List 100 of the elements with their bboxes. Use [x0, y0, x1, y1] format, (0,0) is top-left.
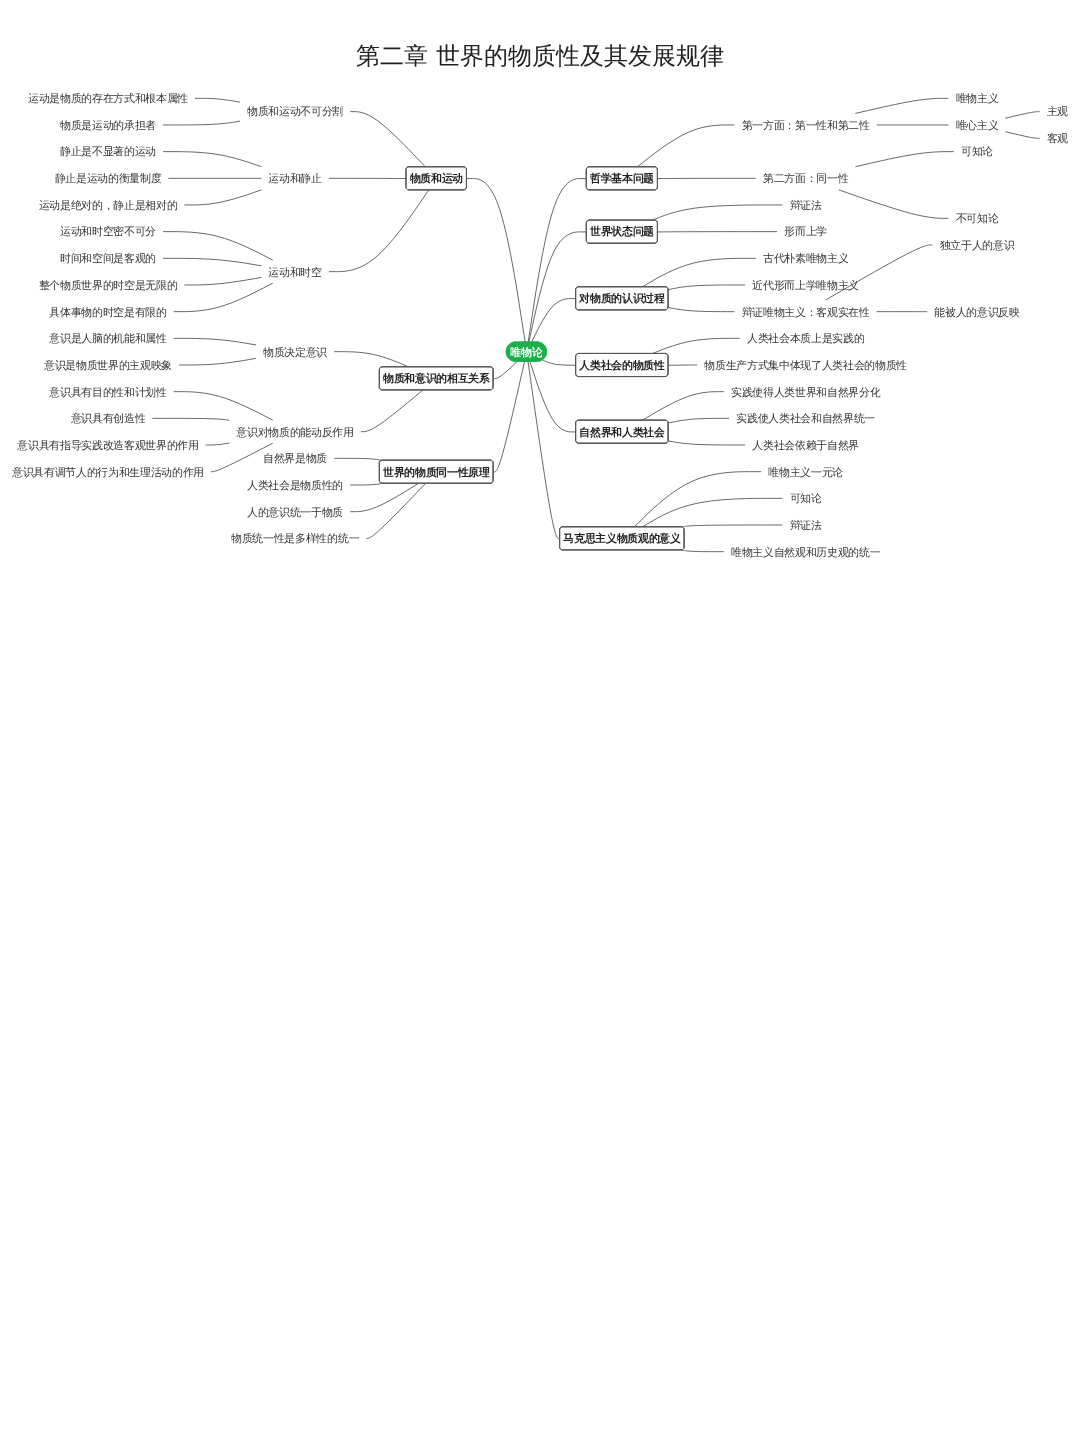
connector	[178, 357, 257, 366]
connector	[854, 151, 955, 168]
node-text: 独立于人的意识	[939, 238, 1015, 252]
node-text: 唯物主义一元论	[768, 465, 843, 478]
node-text: 运动是绝对的，静止是相对的	[38, 198, 178, 212]
node-text: 第二方面：同一性	[762, 172, 849, 185]
node-text: 具体事物的时空是有限的	[49, 305, 167, 318]
node-text: 古代朴素唯物主义	[762, 252, 849, 265]
node-text: 主观	[1046, 105, 1069, 118]
connector	[167, 177, 262, 179]
node-text: 静止是不显著的运动	[59, 145, 156, 158]
connector	[492, 361, 518, 380]
connector	[876, 124, 949, 126]
connector	[667, 284, 746, 291]
connector	[641, 391, 725, 421]
connector	[681, 524, 783, 528]
connector	[173, 337, 257, 346]
connector	[527, 178, 588, 343]
node-text: 物质生产方式集中体现了人类社会的物质性	[704, 358, 907, 372]
node-text: 物质统一性是多样性的统一	[231, 532, 360, 545]
node-text: 可知论	[789, 492, 822, 505]
node-text: 静止是运动的衡量制度	[54, 172, 162, 185]
node-text: 形而上学	[784, 225, 827, 238]
connector	[333, 457, 383, 461]
connector	[162, 120, 241, 126]
connector	[210, 442, 274, 473]
node-text: 人类社会本质上是实践的	[746, 332, 865, 345]
node-text: 辩证法	[789, 198, 822, 212]
connector	[349, 483, 383, 486]
node-text: 物质和运动不可分割	[247, 105, 344, 118]
node-text: 意识是人脑的机能和属性	[49, 332, 167, 345]
node-text: 意识具有指导实践改造客观世界的作用	[17, 438, 199, 452]
connector	[667, 364, 698, 366]
connector	[173, 391, 274, 421]
node-text: 辩证唯物主义：客观实在性	[741, 305, 870, 318]
connector	[681, 549, 725, 553]
connector	[657, 177, 757, 180]
node-text: 唯物主义	[955, 92, 999, 105]
node-text: 意识具有创造性	[70, 412, 146, 425]
connector	[162, 257, 262, 267]
connector	[205, 442, 230, 446]
connector	[162, 231, 274, 261]
connector	[529, 361, 577, 433]
node-text: 近代形而上学唯物主义	[752, 278, 859, 292]
node-text: 客观	[1046, 132, 1069, 145]
node-text: 意识具有调节人的行为和生理活动的作用	[11, 465, 204, 478]
connector	[528, 231, 588, 343]
connector	[328, 189, 430, 273]
connector	[825, 244, 933, 301]
connector	[838, 189, 949, 219]
node-text: 物质决定意识	[263, 345, 328, 358]
node-text: 唯心主义	[955, 118, 999, 132]
connector	[492, 361, 525, 473]
connector	[349, 111, 426, 168]
node-text: 运动和时空	[268, 265, 322, 278]
connector	[657, 231, 778, 233]
connector	[542, 359, 577, 366]
connector	[360, 389, 424, 433]
connector	[531, 298, 577, 343]
node-text: 运动是物质的存在方式和根本属性	[27, 92, 188, 105]
node-text: 实践使人类社会和自然界统一	[736, 412, 875, 425]
connector	[328, 177, 407, 180]
node-text: 整个物质世界的时空是无限的	[38, 278, 178, 292]
node-text: 可知论	[960, 145, 993, 158]
connector	[162, 151, 262, 168]
connector	[194, 97, 241, 103]
node-text: 不可知论	[955, 212, 999, 225]
node-text: 意识对物质的能动反作用	[236, 425, 354, 438]
connector	[667, 307, 735, 313]
node-text: 时间和空间是客观的	[59, 252, 156, 265]
diagram-title: 第二章 世界的物质性及其发展规律	[355, 41, 725, 72]
connector	[151, 417, 230, 421]
node-text: 人类社会依赖于自然界	[752, 438, 859, 452]
connector	[1004, 131, 1041, 139]
connector	[1004, 111, 1041, 119]
node-text: 人类社会是物质性的	[247, 478, 344, 492]
node-text: 实践使得人类世界和自然界分化	[730, 385, 881, 398]
node-text: 物质是运动的承担者	[59, 118, 156, 132]
node-text: 人的意识统一于物质	[247, 505, 344, 518]
node-text: 运动和时空密不可分	[59, 225, 156, 238]
connector	[183, 189, 262, 206]
connector	[667, 417, 730, 424]
connector	[667, 440, 746, 446]
node-text: 第一方面：第一性和第二性	[741, 118, 870, 132]
connector	[633, 471, 762, 528]
connector	[173, 282, 274, 313]
connector	[854, 97, 949, 114]
connector	[183, 277, 262, 286]
connector	[349, 483, 419, 513]
node-text: 辩证法	[789, 518, 822, 532]
node-text: 唯物主义自然观和历史观的统一	[730, 545, 881, 558]
node-text: 运动和静止	[268, 172, 322, 185]
connector	[876, 311, 928, 313]
node-text: 能被人的意识反映	[934, 305, 1020, 318]
connector	[466, 178, 526, 343]
node-text: 意识具有目的性和计划性	[49, 385, 167, 398]
node-text: 自然界是物质	[263, 452, 328, 465]
connector	[365, 483, 426, 539]
node-text: 意识是物质世界的主观映象	[43, 358, 172, 372]
connector	[636, 124, 735, 168]
